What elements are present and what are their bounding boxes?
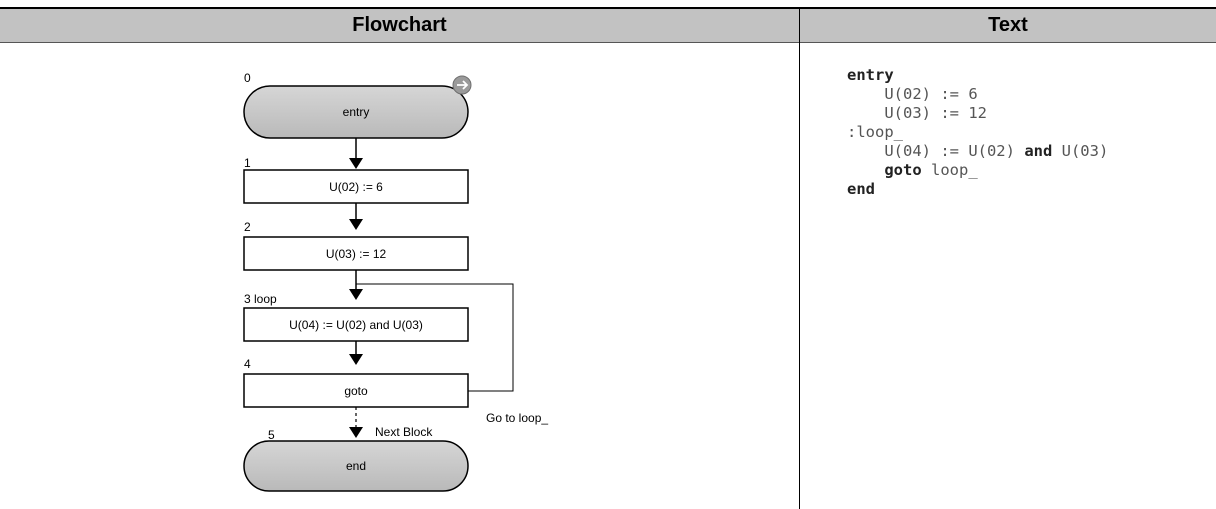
loop-back-line — [356, 283, 514, 392]
table-header-row — [0, 9, 1216, 43]
down-arrow-icon — [349, 354, 363, 365]
code-line-assign-03: U(03) := 12 — [847, 104, 987, 122]
end-terminal — [243, 440, 469, 492]
table-top-rule — [0, 7, 1216, 9]
process-label-2: U(03) := 12 — [326, 247, 387, 261]
node-number-2: 2 — [244, 220, 251, 234]
column-divider — [799, 9, 800, 509]
program-text: entry U(02) := 6 U(03) := 12 :loop_ U(04… — [847, 66, 1108, 199]
code-line-and-right: U(03) — [1052, 142, 1109, 160]
next-block-label: Next Block — [375, 425, 433, 439]
end-label: end — [346, 459, 366, 473]
code-line-end: end — [847, 180, 875, 198]
code-keyword-goto: goto — [847, 161, 922, 179]
goto-loop-label: Go to loop_ — [486, 411, 548, 425]
down-arrow-icon — [349, 219, 363, 230]
arrow-right-circle-icon — [452, 75, 472, 95]
process-box-3 — [243, 307, 469, 342]
flowchart-diagram: 0 entry 1 U(02) := 6 2 U(03) := 12 3 loo… — [243, 71, 548, 492]
down-arrow-icon — [349, 158, 363, 169]
code-goto-target: loop_ — [921, 161, 978, 179]
code-line-and-left: U(04) := U(02) — [847, 142, 1025, 160]
node-number-3: 3 loop — [244, 292, 277, 306]
process-label-3: U(04) := U(02) and U(03) — [289, 318, 423, 332]
flowchart-column-header: Flowchart — [352, 14, 447, 36]
process-label-4: goto — [344, 384, 368, 398]
code-line-assign-02: U(02) := 6 — [847, 85, 978, 103]
code-line-label-loop: :loop_ — [847, 123, 903, 141]
node-number-4: 4 — [244, 357, 251, 371]
code-line-entry: entry — [847, 66, 894, 84]
text-column-header: Text — [988, 14, 1028, 36]
down-arrow-icon — [349, 289, 363, 300]
down-arrow-icon — [349, 427, 363, 438]
node-number-5: 5 — [268, 428, 275, 442]
entry-label: entry — [343, 105, 370, 119]
node-number-1: 1 — [244, 156, 251, 170]
node-number-0: 0 — [244, 71, 251, 85]
process-label-1: U(02) := 6 — [329, 180, 383, 194]
code-keyword-and: and — [1024, 142, 1053, 160]
